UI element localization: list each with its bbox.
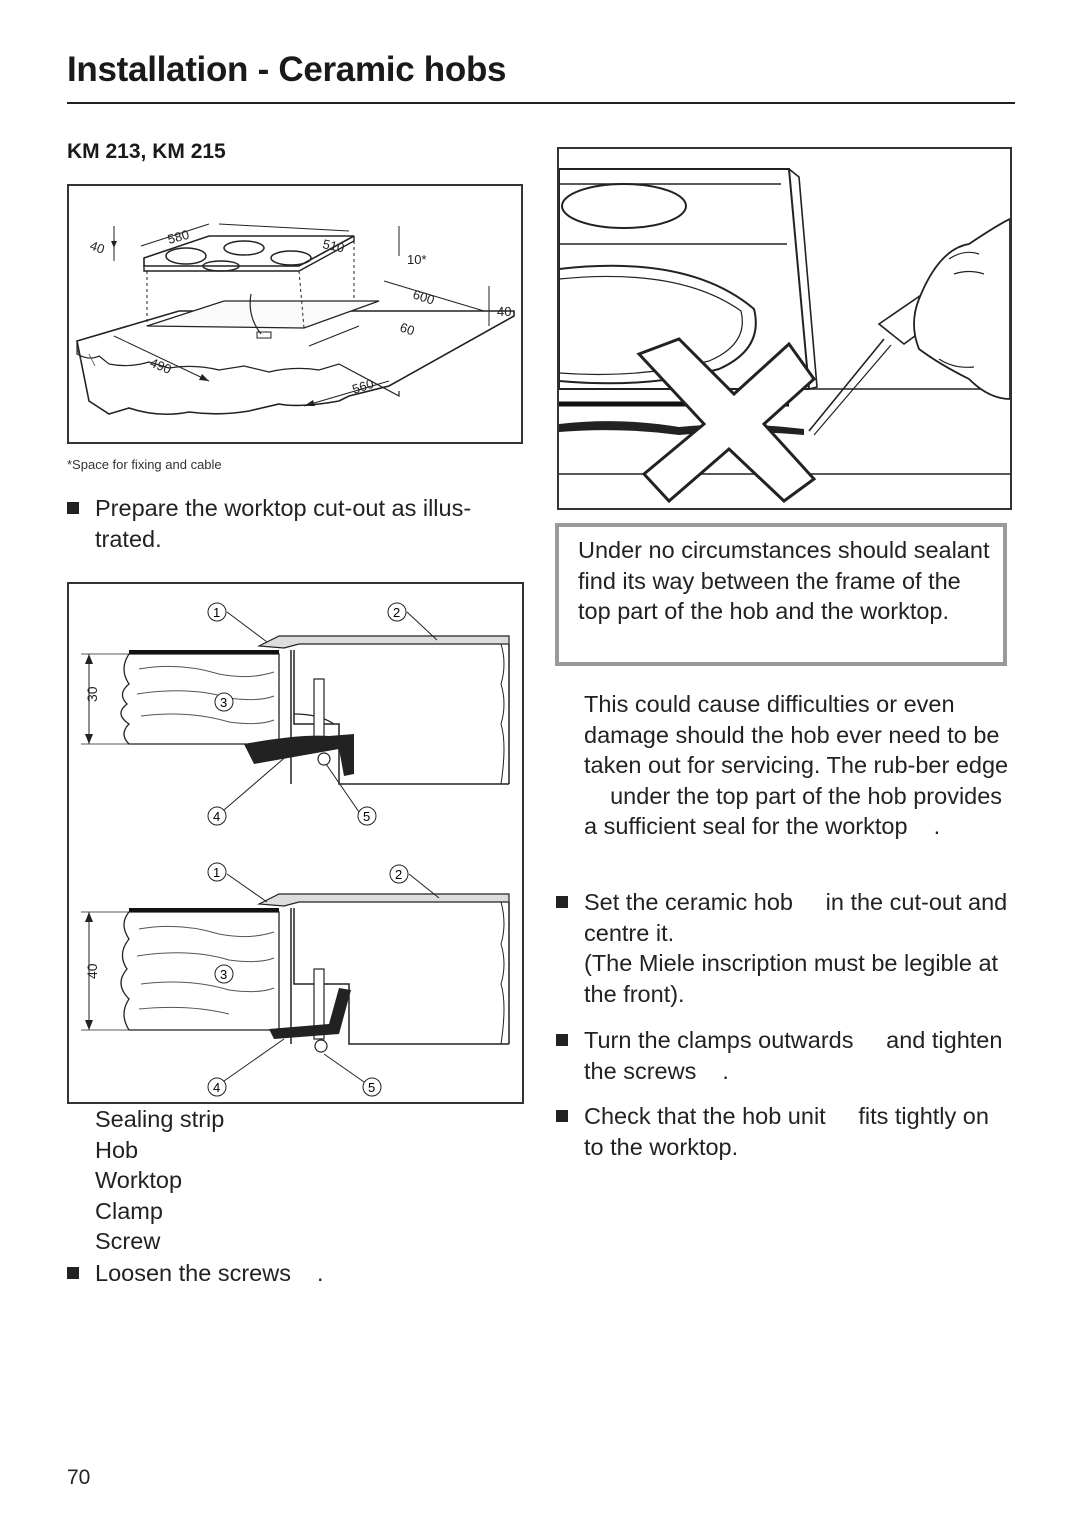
bullet-marker (556, 896, 568, 908)
warning-text: Under no circumstances should sealant fi… (578, 537, 990, 625)
callout-2-bottom: 2 (395, 867, 402, 882)
instruction-set-hob-text: Set the ceramic hob in the cut-out and c… (584, 889, 1008, 946)
depth-40: 40 (84, 963, 100, 979)
instruction-prepare: Prepare the worktop cut-out as illus-tra… (67, 493, 515, 554)
miele-inscription-note: (The Miele inscription must be legible a… (584, 950, 999, 1007)
sealant-warning-figure (557, 147, 1012, 510)
instruction-turn-clamps: Turn the clamps outwards and tighten the… (556, 1025, 1014, 1086)
bullet-marker (67, 502, 79, 514)
dim-10: 10* (407, 252, 427, 267)
callout-3-bottom: 3 (220, 967, 227, 982)
dim-40-right: 40 (497, 304, 511, 319)
parts-legend: Sealing strip Hob Worktop Clamp Screw (95, 1104, 224, 1257)
page-number: 70 (67, 1466, 91, 1489)
callout-5-bottom: 5 (368, 1080, 375, 1095)
instruction-check-fit-text: Check that the hob unit fits tightly on … (584, 1103, 989, 1160)
cross-section-figure: 30 1 2 3 4 5 40 1 2 3 4 5 (67, 582, 524, 1104)
instruction-turn-clamps-text: Turn the clamps outwards and tighten the… (584, 1027, 1003, 1084)
legend-item-screw: Screw (95, 1228, 161, 1255)
callout-2-top: 2 (393, 605, 400, 620)
dim-510: 510 (321, 236, 345, 255)
warning-box (555, 523, 1007, 666)
callout-1-bottom: 1 (213, 865, 220, 880)
legend-item-sealing-strip: Sealing strip (95, 1106, 225, 1132)
bullet-marker (556, 1034, 568, 1046)
legend-item-worktop: Worktop (95, 1167, 183, 1194)
callout-4-top: 4 (213, 809, 220, 824)
model-heading: KM 213, KM 215 (67, 140, 226, 163)
dim-580: 580 (166, 227, 191, 247)
instruction-prepare-text: Prepare the worktop cut-out as illus-tra… (95, 495, 472, 552)
explanation-paragraph: This could cause difficulties or even da… (584, 691, 1009, 840)
legend-item-clamp: Clamp (95, 1197, 163, 1224)
instruction-loosen-text: Loosen the screws . (95, 1260, 324, 1286)
title-divider (67, 102, 1015, 104)
page-title: Installation - Ceramic hobs (67, 50, 507, 89)
dim-600: 600 (411, 287, 436, 308)
instruction-check-fit: Check that the hob unit fits tightly on … (556, 1101, 1014, 1162)
dim-560: 560 (350, 376, 375, 397)
bullet-marker (67, 1267, 79, 1279)
callout-5-top: 5 (363, 809, 370, 824)
legend-item-hob: Hob (95, 1136, 139, 1163)
cross-section-drawing: 30 1 2 3 4 5 40 1 2 3 4 5 (81, 602, 510, 1097)
callout-1-top: 1 (213, 605, 220, 620)
cutout-dimensions-figure: 40 580 510 10* 600 40 60 490 560 (67, 184, 523, 444)
bullet-marker (556, 1110, 568, 1122)
sealant-warning-drawing (558, 168, 1011, 504)
depth-30: 30 (84, 686, 100, 702)
callout-4-bottom: 4 (213, 1080, 220, 1095)
cutout-dimensions-drawing: 40 580 510 10* 600 40 60 490 560 (76, 223, 515, 416)
dim-60: 60 (398, 320, 416, 339)
figure-footnote: *Space for fixing and cable (67, 457, 222, 472)
instruction-loosen: Loosen the screws . (67, 1258, 495, 1289)
instruction-set-hob: Set the ceramic hob in the cut-out and c… (556, 887, 1014, 948)
callout-3-top: 3 (220, 695, 227, 710)
dim-40-top: 40 (88, 238, 107, 257)
